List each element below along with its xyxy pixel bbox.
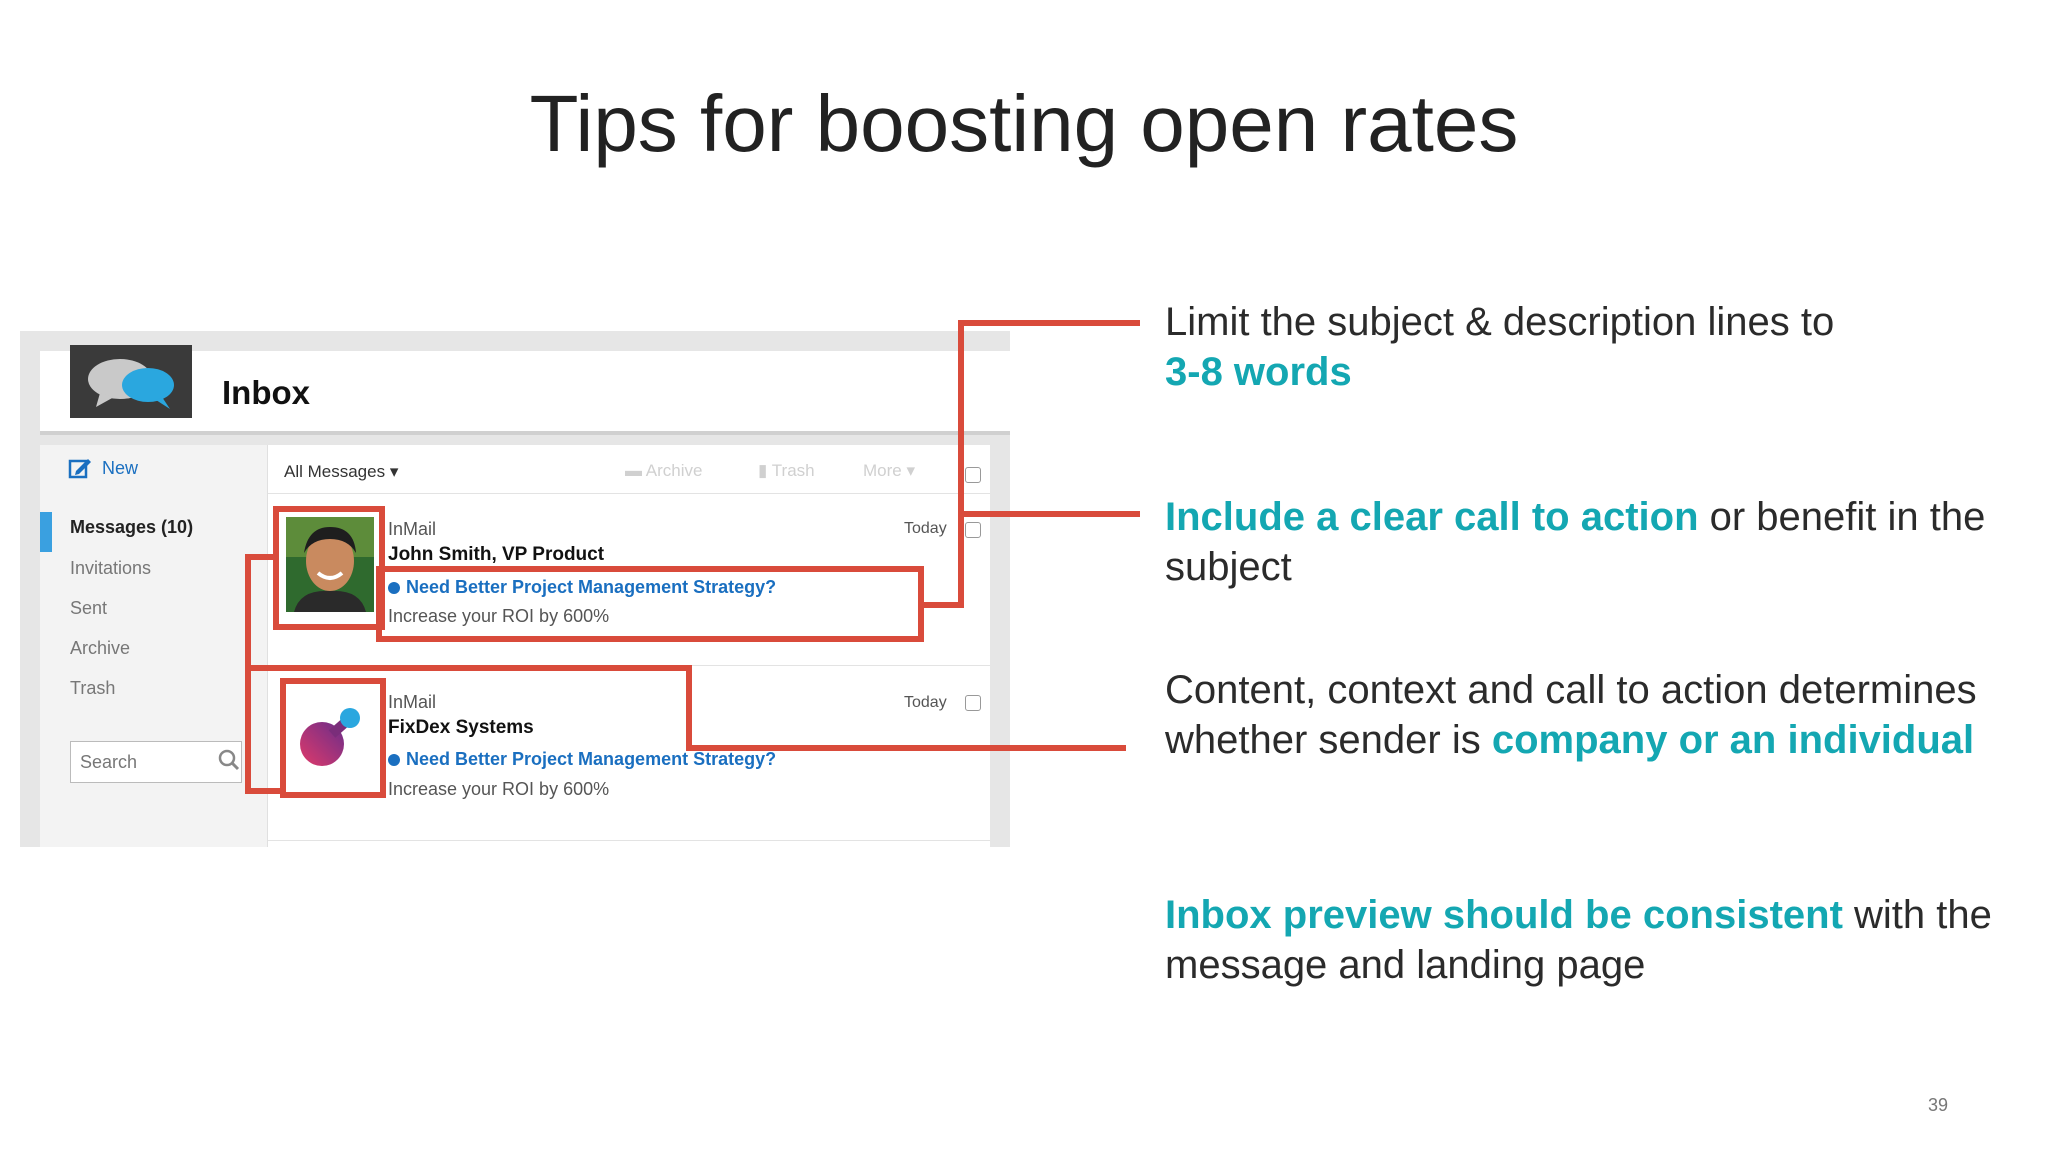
tip-text: or benefit in the subject [1165, 495, 1986, 589]
subject-highlight-box [376, 566, 924, 642]
message-subject-text: Need Better Project Management Strategy? [406, 749, 777, 769]
message-description: Increase your ROI by 600% [388, 606, 610, 626]
chat-bubbles-logo-icon [70, 345, 192, 418]
message-sender[interactable]: John Smith, VP Product [388, 544, 605, 565]
message-checkbox[interactable] [965, 522, 981, 538]
tip-highlight: 3-8 words [1165, 350, 1352, 394]
message-description: Increase your ROI by 600% [388, 779, 610, 799]
inbox-title: Inbox [222, 374, 310, 411]
message-list [268, 445, 990, 847]
archive-label: Archive [645, 461, 703, 480]
tip-highlight: Include a clear call to action [1165, 495, 1699, 539]
message-subject[interactable]: Need Better Project Management Strategy? [388, 749, 776, 770]
trash-button[interactable]: ▮ Trash [758, 461, 815, 481]
callout-line [686, 665, 692, 751]
chevron-down-icon: ▾ [389, 462, 399, 481]
active-nav-indicator [40, 512, 52, 552]
callout-line [958, 511, 1140, 517]
search-icon[interactable] [218, 749, 240, 776]
tip-text: with the message and landing page [1165, 893, 1992, 987]
tip-highlight: company or an individual [1491, 718, 1975, 762]
message-date: Today [904, 520, 947, 537]
callout-line [958, 320, 1140, 326]
tip-call-to-action: Include a clear call to action or benefi… [1165, 492, 2005, 592]
tip-preview-consistency: Inbox preview should be consistent with … [1165, 890, 2005, 990]
avatar[interactable] [286, 517, 374, 612]
page-number: 39 [1928, 1095, 1949, 1115]
archive-button[interactable]: ▬ Archive [625, 461, 702, 481]
unread-dot-icon [388, 753, 400, 766]
callout-line [245, 788, 285, 794]
select-all-checkbox[interactable] [965, 467, 981, 483]
message-checkbox[interactable] [965, 695, 981, 711]
compose-icon [68, 459, 91, 479]
sidebar-item-invitations[interactable]: Invitations [70, 558, 152, 578]
callout-line [920, 602, 964, 608]
message-divider [268, 840, 990, 841]
new-message-label: New [102, 457, 139, 478]
tip-text: Limit the subject & description lines to [1165, 300, 1835, 344]
tip-text: Content, context and call to action dete… [1165, 668, 1977, 762]
more-dropdown[interactable]: More ▾ [863, 461, 915, 481]
message-date: Today [904, 694, 947, 711]
new-message-button[interactable]: New [68, 457, 138, 479]
folder-icon: ▬ [625, 461, 642, 480]
avatar-highlight-box [273, 506, 385, 630]
toolbar-divider [268, 493, 990, 494]
all-messages-dropdown[interactable]: All Messages ▾ [284, 462, 398, 482]
unread-dot-icon [388, 581, 400, 594]
sidebar-item-sent[interactable]: Sent [70, 598, 108, 618]
callout-line [958, 320, 964, 608]
chevron-down-icon: ▾ [906, 461, 916, 480]
all-messages-label: All Messages [284, 462, 386, 481]
callout-line [245, 554, 251, 794]
message-subject[interactable]: Need Better Project Management Strategy? [388, 577, 776, 598]
more-label: More [863, 461, 902, 480]
trash-label: Trash [771, 461, 815, 480]
message-type: InMail [388, 692, 437, 712]
search-placeholder: Search [80, 752, 138, 772]
tip-highlight: Inbox preview should be consistent [1165, 893, 1843, 937]
logo-highlight-box [280, 678, 386, 798]
slide-title: Tips for boosting open rates [529, 79, 1519, 168]
sidebar-item-messages[interactable]: Messages (10) [70, 517, 194, 537]
message-subject-text: Need Better Project Management Strategy? [406, 577, 777, 597]
callout-line [686, 745, 1126, 751]
company-logo-icon[interactable] [286, 690, 374, 785]
tip-sender-identity: Content, context and call to action dete… [1165, 665, 2005, 765]
inbox-header [40, 351, 1010, 435]
trash-icon: ▮ [758, 461, 768, 480]
search-input[interactable] [70, 741, 242, 783]
callout-line [245, 554, 279, 560]
message-sender[interactable]: FixDex Systems [388, 717, 534, 738]
sidebar-item-trash[interactable]: Trash [70, 678, 116, 698]
sidebar-item-archive[interactable]: Archive [70, 638, 131, 658]
tip-subject-length: Limit the subject & description lines to… [1165, 297, 2005, 397]
message-type: InMail [388, 519, 437, 539]
callout-line [251, 665, 691, 671]
